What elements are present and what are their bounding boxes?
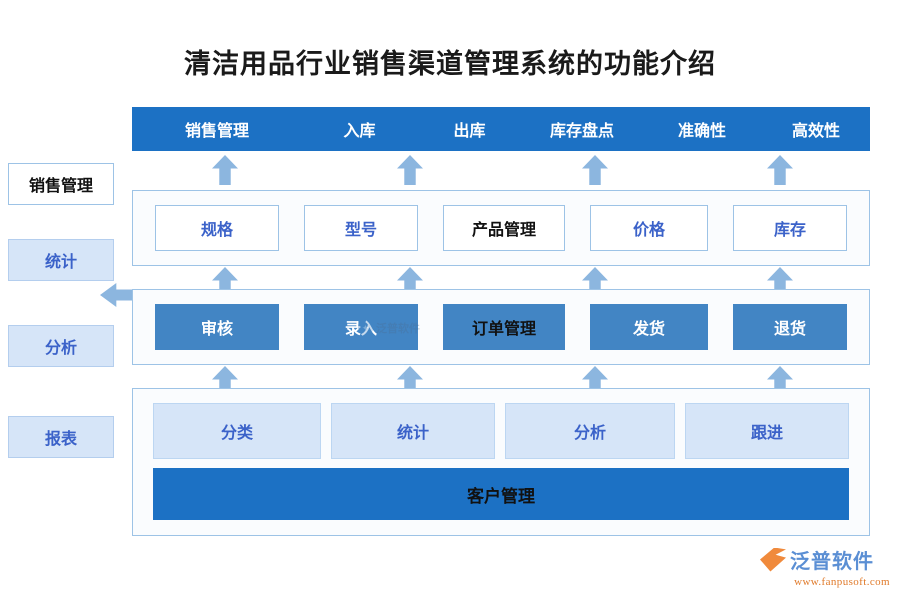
- sidebar-item-report[interactable]: 报表: [8, 416, 114, 458]
- page-title: 清洁用品行业销售渠道管理系统的功能介绍: [184, 49, 716, 79]
- topbar-item-outbound[interactable]: 出库: [453, 123, 486, 140]
- sidebar-item-label: 销售管理: [28, 178, 93, 195]
- topbar-item-accuracy[interactable]: 准确性: [677, 123, 726, 140]
- sidebar-item-label: 报表: [44, 431, 77, 448]
- node-model[interactable]: 型号: [304, 205, 418, 251]
- topbar-item-efficiency[interactable]: 高效性: [791, 123, 840, 140]
- arrow-up-icon: [582, 155, 608, 185]
- node-audit[interactable]: 审核: [155, 304, 279, 350]
- sidebar-item-analysis[interactable]: 分析: [8, 325, 114, 367]
- arrow-up-icon: [767, 155, 793, 185]
- node-inventory[interactable]: 库存: [733, 205, 847, 251]
- node-order-management[interactable]: 订单管理: [443, 304, 565, 350]
- node-specification[interactable]: 规格: [155, 205, 279, 251]
- node-return[interactable]: 退货: [733, 304, 847, 350]
- node-category[interactable]: 分类: [153, 403, 321, 459]
- brand-mark-icon: [760, 547, 786, 572]
- node-statistics[interactable]: 统计: [331, 403, 495, 459]
- node-product-management[interactable]: 产品管理: [443, 205, 565, 251]
- topbar-item-sales[interactable]: 销售管理: [184, 123, 249, 140]
- sidebar-item-statistics[interactable]: 统计: [8, 239, 114, 281]
- node-shipment[interactable]: 发货: [590, 304, 708, 350]
- node-analysis[interactable]: 分析: [505, 403, 675, 459]
- node-price[interactable]: 价格: [590, 205, 708, 251]
- brand-url: www.fanpusoft.com: [794, 576, 890, 588]
- brand-logo: 泛普软件 www.fanpusoft.com: [760, 545, 890, 593]
- arrow-up-icon: [212, 155, 238, 185]
- node-followup[interactable]: 跟进: [685, 403, 849, 459]
- arrow-up-icon: [397, 155, 423, 185]
- arrow-left-icon: [100, 283, 134, 307]
- brand-name: 泛普软件: [790, 551, 874, 573]
- order-management-group: 审核 录入 订单管理 发货 退货: [132, 289, 870, 365]
- customer-management-group: 分类 统计 分析 跟进 客户管理: [132, 388, 870, 536]
- sidebar-item-sales-management[interactable]: 销售管理: [8, 163, 114, 205]
- sidebar-item-label: 分析: [44, 340, 77, 357]
- product-management-group: 规格 型号 产品管理 价格 库存: [132, 190, 870, 266]
- sidebar-item-label: 统计: [44, 254, 77, 271]
- topbar-item-inbound[interactable]: 入库: [343, 123, 376, 140]
- node-customer-management[interactable]: 客户管理: [153, 468, 849, 520]
- top-header-bar: 销售管理 入库 出库 库存盘点 准确性 高效性: [132, 107, 870, 151]
- node-entry[interactable]: 录入: [304, 304, 418, 350]
- topbar-item-stocktake[interactable]: 库存盘点: [549, 123, 614, 140]
